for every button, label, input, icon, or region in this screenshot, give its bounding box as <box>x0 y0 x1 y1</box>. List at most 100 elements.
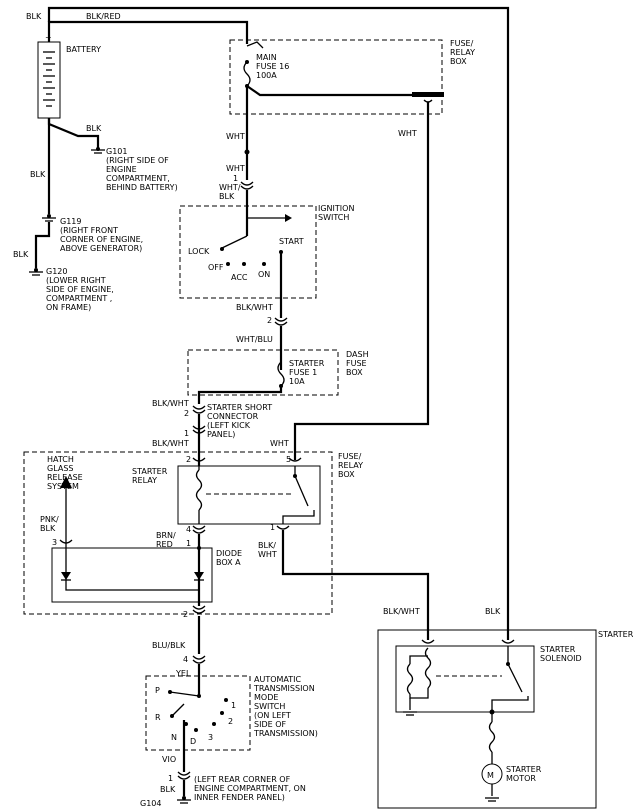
wire-label-blk-g101: BLK <box>86 124 102 133</box>
ground-g120-symbol <box>29 268 43 276</box>
wire-label-wht-blk: WHT/BLK <box>219 183 241 201</box>
ground-g119-symbol <box>42 214 56 222</box>
ignition-switch-box <box>179 205 317 299</box>
starter-fuse-symbol <box>277 361 285 387</box>
wire-label-wht-2: WHT <box>226 164 245 173</box>
wire-blk-g120 <box>34 222 51 268</box>
connector-c8 <box>276 525 290 530</box>
starter-box <box>377 629 597 809</box>
wire-label-brn-red: BRN/RED <box>156 531 176 549</box>
gear-3: 3 <box>208 733 213 742</box>
dash-fuse-box <box>187 349 339 396</box>
pin-1c: 1 <box>186 539 191 548</box>
relay-coil <box>195 469 203 511</box>
solenoid-coil-1 <box>424 647 432 689</box>
atm-switch-box <box>145 675 251 751</box>
ground-starter-symbol <box>403 711 417 716</box>
fuse-relay-box-top <box>229 39 443 115</box>
wire-fuse-to-starter <box>246 85 420 97</box>
wire-to-short-connector <box>197 386 283 404</box>
ground-g101-symbol <box>91 147 105 154</box>
wire-label-yel: YEL <box>175 669 191 678</box>
connector-c7b <box>192 529 206 534</box>
battery-label: BATTERY <box>66 45 101 54</box>
lock-label: LOCK <box>188 247 210 256</box>
wire-wht-right <box>293 102 430 460</box>
wire-label-vio: VIO <box>162 755 176 764</box>
acc-label: ACC <box>231 273 248 282</box>
connector-c2 <box>274 317 288 322</box>
gear-d: D <box>190 737 196 746</box>
pin-2c: 2 <box>186 455 191 464</box>
connector-c6 <box>288 457 302 462</box>
gear-p: P <box>155 686 160 695</box>
fuse-terminal <box>412 92 444 97</box>
off-label: OFF <box>208 263 224 272</box>
wire-blk-g101 <box>47 118 100 148</box>
starter-relay-box <box>177 465 321 525</box>
ground-motor-symbol <box>485 797 499 802</box>
wire-label-blk-mid: BLK <box>30 170 46 179</box>
gear-r: R <box>155 713 161 722</box>
ground-g104-label: G104 <box>140 799 161 808</box>
fuse-relay-box-mid <box>23 451 333 615</box>
pin-2a: 2 <box>267 316 272 325</box>
connector-c12 <box>177 771 191 776</box>
connector-c10 <box>192 605 206 610</box>
on-label: ON <box>258 270 270 279</box>
wire-label-blk-red: BLK/RED <box>86 12 121 21</box>
connector-c1b <box>240 185 254 190</box>
arrow-up-icon <box>60 476 72 488</box>
wire-label-blk-wht-1: BLK/WHT <box>236 303 273 312</box>
motor-field-coil <box>488 721 496 753</box>
pin-1b: 1 <box>184 429 189 438</box>
pin-4b: 4 <box>183 655 188 664</box>
diode-box <box>51 547 213 603</box>
wire-label-blk-wht-3: BLK/WHT <box>152 439 189 448</box>
wire-label-blk-wht-2: BLK/WHT <box>152 399 189 408</box>
connector-symbol <box>423 99 433 103</box>
connector-c7 <box>192 525 206 530</box>
pin-4a: 4 <box>186 525 191 534</box>
wire-label-wht-right: WHT <box>398 129 417 138</box>
diode-1 <box>61 572 71 580</box>
start-label: START <box>279 237 304 246</box>
connector-c12b <box>177 775 191 780</box>
solenoid-contact <box>507 646 523 693</box>
gear-1: 1 <box>231 701 236 710</box>
connector-c1 <box>240 181 254 186</box>
wire-label-wht-blu: WHT/BLU <box>236 335 273 344</box>
connector-c11 <box>192 655 206 660</box>
connector-c14 <box>501 639 515 644</box>
connector-c3b <box>192 409 206 414</box>
gear-2: 2 <box>228 717 233 726</box>
wire-blk-wht-relay-out <box>281 530 430 640</box>
wire-label-wht-3: WHT <box>270 439 289 448</box>
solenoid-coil-2 <box>406 663 414 695</box>
connector-c9 <box>59 539 73 544</box>
wire-label-blk-wht-5: BLK/WHT <box>383 607 420 616</box>
wire-label-blk-wht-4: BLK/WHT <box>258 541 277 559</box>
wire-label-blu-blk: BLU/BLK <box>152 641 186 650</box>
wire-label-pnk-blk: PNK/BLK <box>40 515 59 533</box>
pin-1a: 1 <box>233 174 238 183</box>
motor-symbol-label: M <box>487 771 494 780</box>
wire-label-blk-top: BLK <box>26 12 42 21</box>
starter-label: STARTER <box>598 630 634 639</box>
starter-solenoid-box <box>395 645 535 713</box>
wire-label-wht-1: WHT <box>226 132 245 141</box>
battery: + <box>37 33 61 119</box>
connector-c3 <box>192 405 206 410</box>
connector-c5 <box>192 457 206 462</box>
connector-c2b <box>274 321 288 326</box>
